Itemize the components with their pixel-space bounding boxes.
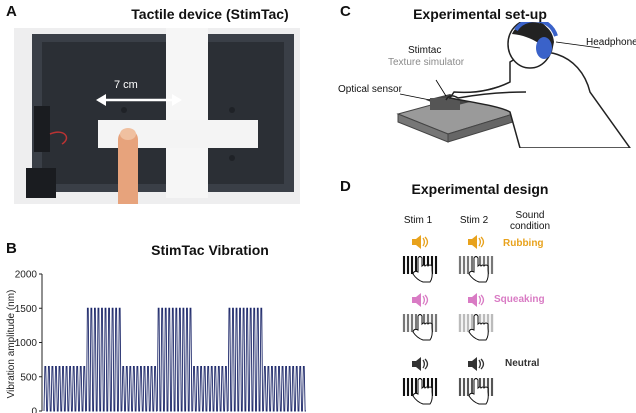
column-sound-condition: Sound condition xyxy=(500,210,560,232)
panel-d-letter: D xyxy=(340,178,351,195)
panel-d-title: Experimental design xyxy=(380,181,580,197)
speaker-icon xyxy=(468,293,483,307)
y-tick-label: 2000 xyxy=(15,270,38,281)
vibration-segment xyxy=(228,308,263,411)
y-tick-label: 1500 xyxy=(15,304,38,315)
column-stim-2: Stim 2 xyxy=(452,215,496,226)
condition-squeaking: Squeaking xyxy=(494,294,545,305)
condition-neutral: Neutral xyxy=(505,358,539,369)
y-tick-label: 0 xyxy=(31,407,37,413)
panel-a-title: Tactile device (StimTac) xyxy=(90,6,330,22)
speaker-icon xyxy=(412,235,427,249)
speaker-icon xyxy=(468,357,483,371)
headphones-cup xyxy=(536,37,552,59)
speaker-icon xyxy=(412,357,427,371)
headphones-label: Headphones xyxy=(586,37,636,48)
vibration-segment xyxy=(44,366,86,411)
optical-sensor-label: Optical sensor xyxy=(338,84,402,95)
vibration-segment xyxy=(86,308,121,411)
panel-c-title: Experimental set-up xyxy=(380,6,580,22)
vibration-segment xyxy=(157,308,192,411)
vibration-series xyxy=(44,308,306,411)
texture-simulator-label: Texture simulator xyxy=(388,57,464,68)
design-grid xyxy=(390,232,510,413)
column-stim-1: Stim 1 xyxy=(396,215,440,226)
y-tick-label: 500 xyxy=(20,372,37,383)
stimtac-label: Stimtac xyxy=(408,45,441,56)
panel-b-title: StimTac Vibration xyxy=(80,242,340,258)
finger xyxy=(118,130,138,205)
y-tick-label: 1000 xyxy=(15,338,38,349)
panel-a-letter: A xyxy=(6,3,17,20)
panel-b-letter: B xyxy=(6,240,17,257)
vibration-segment xyxy=(264,366,306,411)
y-axis: 0 500 1000 1500 2000 xyxy=(15,270,42,413)
vibration-segment xyxy=(193,366,228,411)
speaker-icon xyxy=(412,293,427,307)
measure-label: 7 cm xyxy=(114,79,138,91)
stimtac-device-illustration xyxy=(14,28,300,204)
condition-rubbing: Rubbing xyxy=(503,238,544,249)
panel-c-letter: C xyxy=(340,3,351,20)
speaker-icon xyxy=(468,235,483,249)
stimtac-photo: 7 cm xyxy=(14,28,300,204)
device-bridge xyxy=(166,28,208,198)
vibration-segment xyxy=(122,366,157,411)
vibration-chart: Vibration amplitude (nm) 050010001500200… xyxy=(0,262,320,413)
